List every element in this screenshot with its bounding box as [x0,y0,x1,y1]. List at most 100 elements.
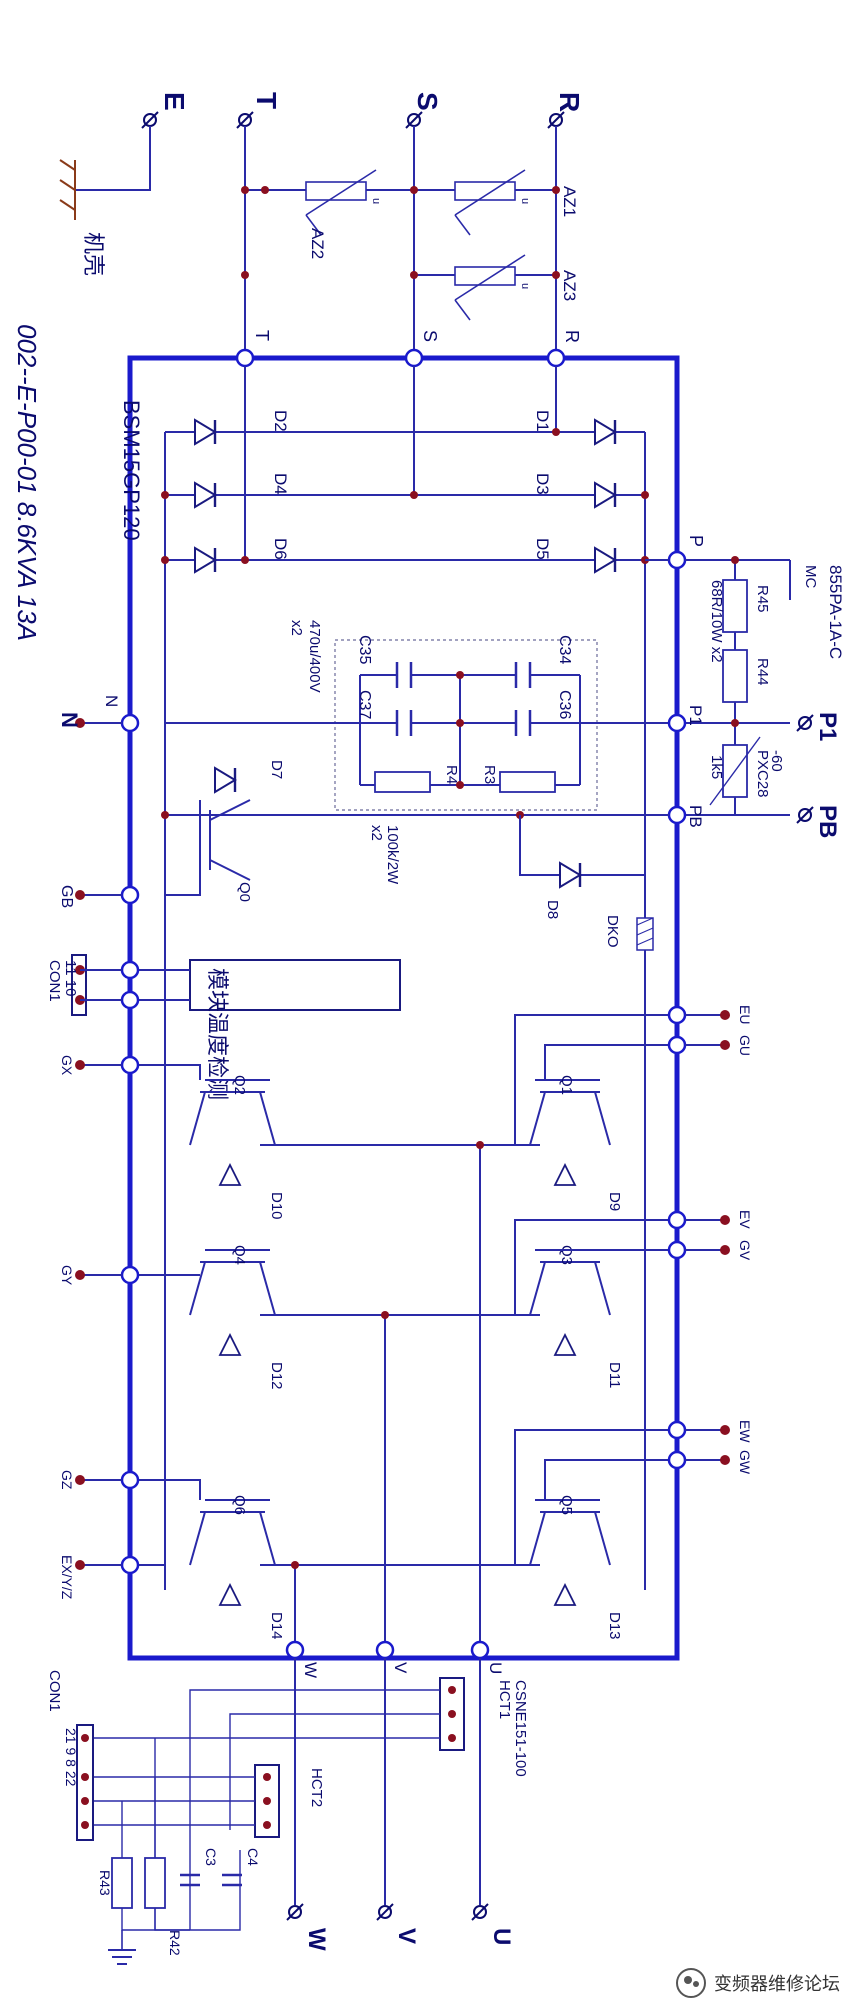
capacitor-c37: C37 [356,690,413,736]
capacitor-qty: x2 [288,620,305,636]
svg-text:U: U [486,1662,505,1674]
ext-terminal-p1: P1 [796,712,841,741]
capacitor-spec: 470u/400V [306,620,323,693]
module-terminal-s: S [404,330,440,368]
wechat-icon [676,1968,706,1998]
svg-text:D1: D1 [533,410,552,432]
ext-terminal-pb: PB [796,805,841,838]
connector-cn-bottom: 21 9 8 22 CON1 [46,1670,94,1841]
igbt-q5: Q5 D13 [529,1495,623,1640]
resistor-r45: R45 [722,579,771,633]
module-terminal-gb: GB [58,885,140,908]
varistor-az2: u AZ2 [305,169,382,259]
svg-text:GB: GB [58,885,75,908]
svg-text:D2: D2 [271,410,290,432]
input-terminal-e: E [141,92,190,129]
relay-contact: MC [802,565,819,588]
gate-upper-terminals: EU GU EV GV EW GW [514,1005,753,1565]
svg-text:Q0: Q0 [236,882,253,902]
svg-text:R4: R4 [443,765,460,784]
current-sensor-hct2: HCT2 [254,1764,325,1838]
svg-text:D12: D12 [268,1362,285,1390]
svg-text:T: T [252,330,272,341]
brake-igbt-q0: Q0 [199,799,253,902]
svg-text:AZ3: AZ3 [560,270,579,301]
module-terminal-n: N [102,695,140,733]
connector-cn1: 11 10 CON1 [46,954,122,1016]
svg-text:GY: GY [59,1265,75,1286]
module-terminal-pb: PB [667,805,705,828]
svg-text:HCT1: HCT1 [496,1680,513,1719]
svg-text:GU: GU [737,1035,753,1056]
svg-text:W: W [303,1928,330,1951]
svg-text:EV: EV [737,1210,753,1229]
svg-text:GV: GV [737,1240,753,1261]
svg-text:PB: PB [814,805,841,838]
svg-text:u: u [370,198,382,204]
svg-text:机壳: 机壳 [81,232,106,276]
svg-text:Q4: Q4 [231,1245,248,1265]
diode-d3: D3 [533,473,617,509]
svg-text:D5: D5 [533,538,552,560]
drawing-number: 002--E-P00-01 8.6KVA 13A [12,324,42,641]
gate-lower-terminals: GX GY GZ EX/Y/Z [59,1055,201,1600]
current-sensor-hct1: HCT1 CSNE151-100 [439,1677,529,1777]
svg-text:AZ2: AZ2 [308,228,327,259]
svg-text:GZ: GZ [59,1470,75,1490]
svg-text:DKO: DKO [604,915,621,948]
svg-text:C4: C4 [245,1848,261,1866]
svg-text:R42: R42 [167,1930,183,1956]
bleed-resistor-qty: x2 [368,825,385,841]
module-terminal-p: P [667,535,706,570]
module-name: BSM15GP120 [119,400,144,541]
svg-text:1k5: 1k5 [708,755,725,779]
varistor-az3: u AZ3 [454,254,579,321]
diode-d6: D6 [194,538,290,574]
svg-text:Q6: Q6 [231,1495,248,1515]
watermark-text: 变频器维修论坛 [714,1974,840,1995]
svg-text:21 9 8 22: 21 9 8 22 [63,1728,79,1787]
svg-text:C3: C3 [203,1848,219,1866]
svg-text:EX/Y/Z: EX/Y/Z [59,1555,75,1600]
svg-text:11 10: 11 10 [62,960,79,996]
svg-text:D3: D3 [533,473,552,495]
output-terminal-u: U [471,1903,515,1945]
svg-text:模块温度检测: 模块温度检测 [205,968,230,1100]
svg-text:-60: -60 [768,750,785,772]
svg-text:Q1: Q1 [558,1075,575,1095]
svg-text:GX: GX [59,1055,75,1076]
svg-text:C37: C37 [356,690,373,719]
svg-text:CON1: CON1 [46,960,63,1002]
resistor-r4: R4 [374,765,460,793]
capacitor-c35: C35 [356,635,413,688]
igbt-q4: Q4 D12 [189,1245,285,1390]
svg-text:R: R [554,92,585,112]
svg-text:PB: PB [686,805,705,828]
svg-text:HCT2: HCT2 [308,1768,325,1807]
resistor-r43: R43 [97,1857,133,1909]
output-terminal-v: V [376,1903,420,1944]
svg-text:Q2: Q2 [231,1075,248,1095]
svg-text:R3: R3 [481,765,498,784]
svg-text:R44: R44 [754,658,771,686]
svg-text:Q5: Q5 [558,1495,575,1515]
igbt-q3: Q3 D11 [529,1245,623,1388]
input-terminal-r: R [547,92,585,129]
brake-diode-d7: D7 [214,760,285,794]
diode-d5: D5 [533,538,617,574]
svg-text:N: N [102,695,121,707]
module-terminal-p1: P1 [667,705,705,733]
resistor-r3: R3 [481,765,556,793]
svg-text:P: P [686,535,706,547]
svg-text:S: S [412,92,443,111]
chassis-ground: 机壳 [59,126,151,276]
svg-text:D8: D8 [544,900,561,919]
igbt-q1: Q1 D9 [529,1075,623,1211]
svg-text:D13: D13 [606,1612,623,1640]
diode-d8: D8 [544,861,582,919]
svg-text:u: u [519,198,531,204]
bleed-resistor-spec: 100k/2W [384,825,401,885]
ground-symbol [108,1930,136,1965]
svg-text:E: E [159,92,190,111]
